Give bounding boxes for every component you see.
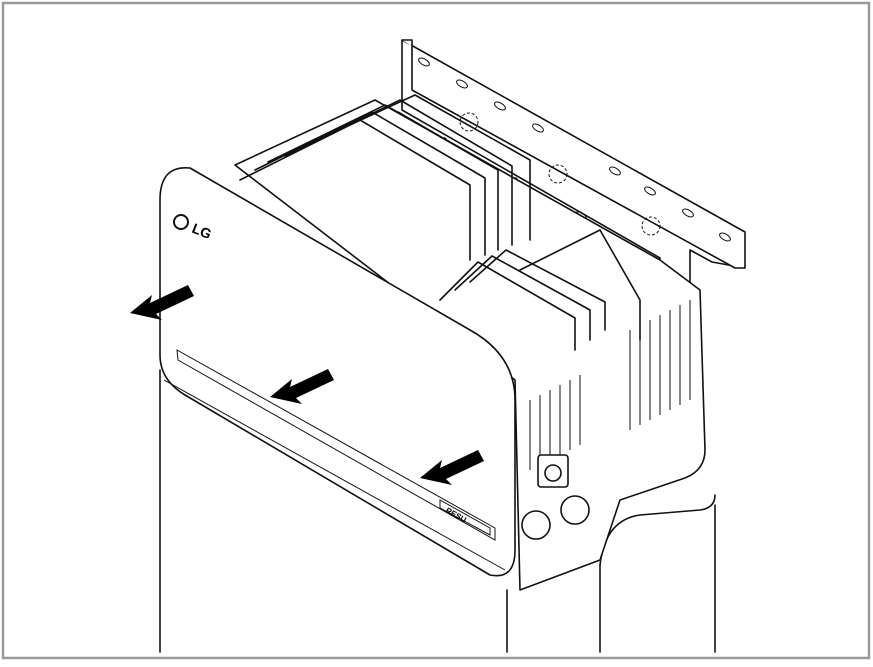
- label-plate: [439, 499, 491, 536]
- brand-logo-text: LG: [190, 220, 214, 242]
- lg-logo: LG: [173, 214, 214, 242]
- cable-glands: [521, 454, 590, 540]
- heatsink-fins: [239, 94, 641, 351]
- arrow-left-icon: [130, 285, 194, 320]
- bracket-slots: [418, 57, 731, 242]
- arrow-right-icon: [420, 450, 484, 485]
- side-vents: [529, 300, 691, 470]
- cover-slot: [176, 349, 496, 541]
- arrow-center-icon: [270, 369, 334, 404]
- removal-arrows: [130, 285, 484, 485]
